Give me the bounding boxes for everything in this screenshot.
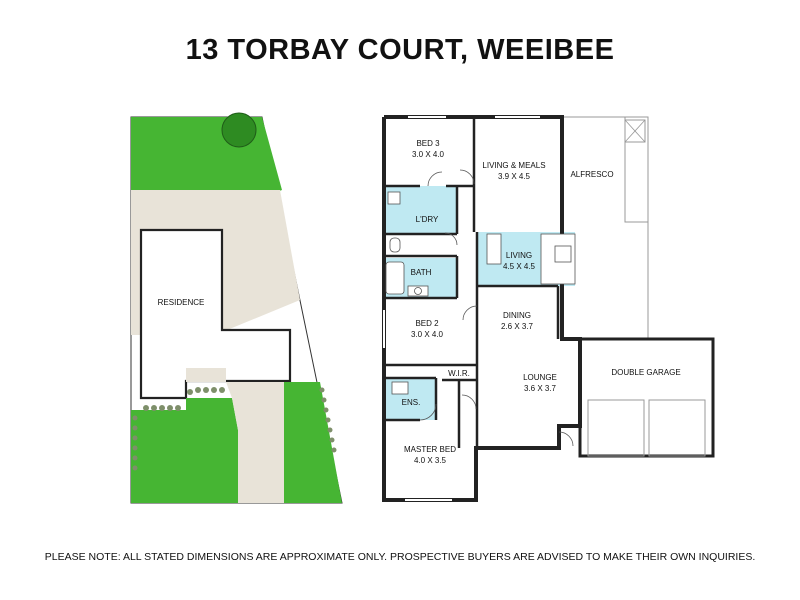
residence-footprint	[139, 228, 292, 400]
room-living-dims: 4.5 X 4.5	[503, 262, 536, 271]
room-double-garage-name: DOUBLE GARAGE	[611, 368, 680, 377]
bathtub-icon	[385, 261, 405, 295]
front-path	[226, 382, 284, 503]
ensuite-basin-icon	[391, 381, 409, 395]
room-ldry-name: L'DRY	[416, 215, 439, 224]
front-lawn-right	[284, 382, 342, 503]
room-dining-name: DINING	[503, 311, 531, 320]
room-living-name: LIVING	[506, 251, 532, 260]
room-bed3-name: BED 3	[416, 139, 440, 148]
house-floor-plan: BED 3 3.0 X 4.0 LIVING & MEALS 3.9 X 4.5…	[382, 115, 715, 502]
laundry-tub-icon	[387, 191, 401, 205]
room-living-meals-dims: 3.9 X 4.5	[498, 172, 531, 181]
hedge-dots	[132, 387, 337, 471]
page-title: 13 TORBAY COURT, WEEIBEE	[185, 34, 615, 66]
interior-walls	[384, 117, 560, 448]
stove-icon	[554, 245, 572, 263]
room-bed2-name: BED 2	[415, 319, 439, 328]
porch	[186, 368, 226, 382]
kitchen-island	[486, 233, 502, 265]
basin-icon	[414, 287, 422, 295]
room-dining-dims: 2.6 X 3.7	[501, 322, 534, 331]
room-ens-name: ENS.	[402, 398, 421, 407]
tree-icon	[221, 112, 257, 148]
residence-label: RESIDENCE	[158, 298, 205, 307]
room-bed2-dims: 3.0 X 4.0	[411, 330, 444, 339]
garage-walls	[578, 337, 715, 458]
door-swings	[419, 169, 574, 447]
room-master-bed-dims: 4.0 X 3.5	[414, 456, 447, 465]
room-lounge-dims: 3.6 X 3.7	[524, 384, 557, 393]
room-bath-name: BATH	[411, 268, 432, 277]
front-lawn-left	[131, 398, 238, 503]
site-plan: RESIDENCE	[130, 112, 343, 504]
room-wir-name: W.I.R.	[448, 369, 470, 378]
room-bed3-dims: 3.0 X 4.0	[412, 150, 445, 159]
windows	[383, 116, 540, 501]
garage-door-right	[648, 399, 706, 457]
fixtures	[385, 191, 576, 395]
toilet-icon	[389, 237, 401, 253]
alfresco-area	[561, 116, 649, 340]
room-living-meals-name: LIVING & MEALS	[482, 161, 545, 170]
disclaimer-note: PLEASE NOTE: ALL STATED DIMENSIONS ARE A…	[44, 551, 756, 563]
exterior-wall	[382, 115, 582, 502]
room-master-bed-name: MASTER BED	[404, 445, 456, 454]
room-alfresco-name: ALFRESCO	[570, 170, 613, 179]
garage-door-left	[587, 399, 645, 457]
bbq-outline	[624, 116, 649, 223]
room-lounge-name: LOUNGE	[523, 373, 557, 382]
alfresco-heater	[624, 119, 646, 143]
